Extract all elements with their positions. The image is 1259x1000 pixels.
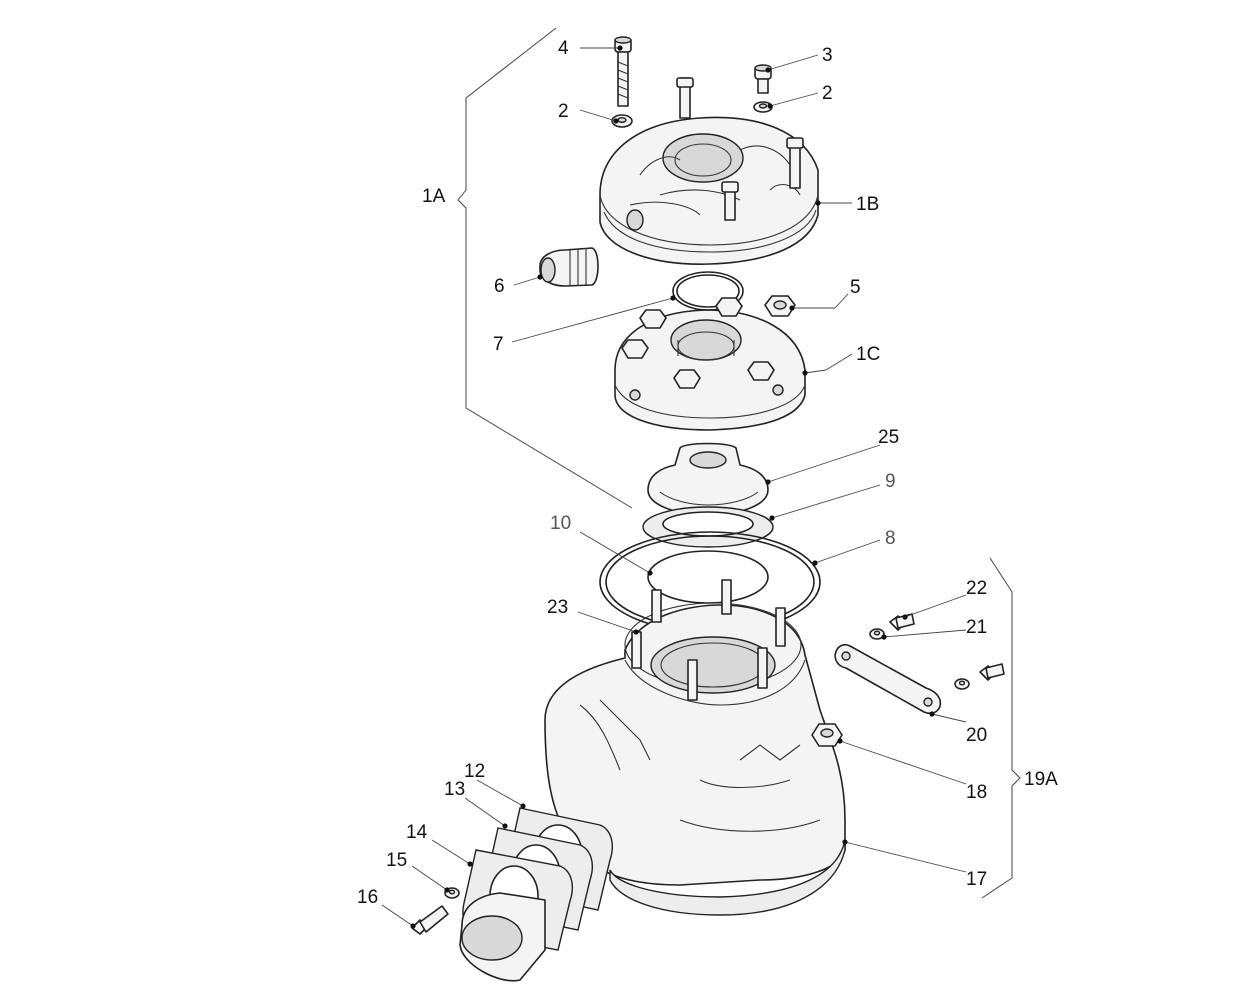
label-9: 9: [885, 471, 896, 492]
label-2-right: 2: [822, 83, 833, 104]
label-18: 18: [966, 782, 987, 803]
label-17: 17: [966, 869, 987, 890]
label-22: 22: [966, 578, 987, 599]
label-8: 8: [885, 528, 896, 549]
label-13: 13: [444, 779, 465, 800]
label-19A: 19A: [1024, 769, 1058, 790]
label-20: 20: [966, 725, 987, 746]
combustion-insert-25: [647, 442, 769, 516]
part-labels: 1A 1B 1C 2 2 3 4 5 6 7 8 9 10 12 13 14 1…: [357, 38, 1058, 908]
cylinder-head-1C: [614, 297, 806, 431]
washer-21-bottom: [954, 678, 970, 690]
label-23: 23: [547, 597, 568, 618]
label-2-left: 2: [558, 101, 569, 122]
base-gasket-17: [609, 839, 846, 916]
head-gasket-9: [642, 506, 774, 548]
label-5: 5: [850, 277, 861, 298]
label-7: 7: [493, 334, 504, 355]
label-10: 10: [550, 513, 571, 534]
cover-plate-20: [834, 643, 942, 715]
label-14: 14: [406, 822, 428, 843]
label-1B: 1B: [856, 194, 879, 215]
group-bracket-1A: [457, 27, 633, 509]
plug-6: [539, 247, 599, 287]
intake-manifold: [459, 892, 546, 982]
screw-22-bottom: [979, 663, 1005, 681]
label-21: 21: [966, 617, 987, 638]
group-bracket-19A: [981, 557, 1021, 899]
label-3: 3: [822, 45, 833, 66]
cylinder-head-cover-1B: [599, 77, 819, 265]
washer-21-top: [869, 628, 885, 640]
label-6: 6: [494, 276, 505, 297]
nut-18: [811, 723, 843, 747]
cylinder-body: [544, 579, 846, 886]
nut-5: [764, 295, 796, 317]
screw-22-top: [889, 613, 915, 631]
washer-2-left: [611, 114, 633, 128]
o-ring-10: [647, 550, 769, 604]
label-16: 16: [357, 887, 378, 908]
bolt-3: [754, 64, 772, 94]
leader-lines: [381, 45, 967, 929]
label-1C: 1C: [856, 344, 880, 365]
label-15: 15: [386, 850, 407, 871]
bolt-4: [614, 36, 632, 107]
label-1A: 1A: [422, 186, 446, 207]
label-4: 4: [558, 38, 569, 59]
bolt-16: [411, 905, 449, 935]
label-12: 12: [464, 761, 485, 782]
label-25: 25: [878, 427, 899, 448]
